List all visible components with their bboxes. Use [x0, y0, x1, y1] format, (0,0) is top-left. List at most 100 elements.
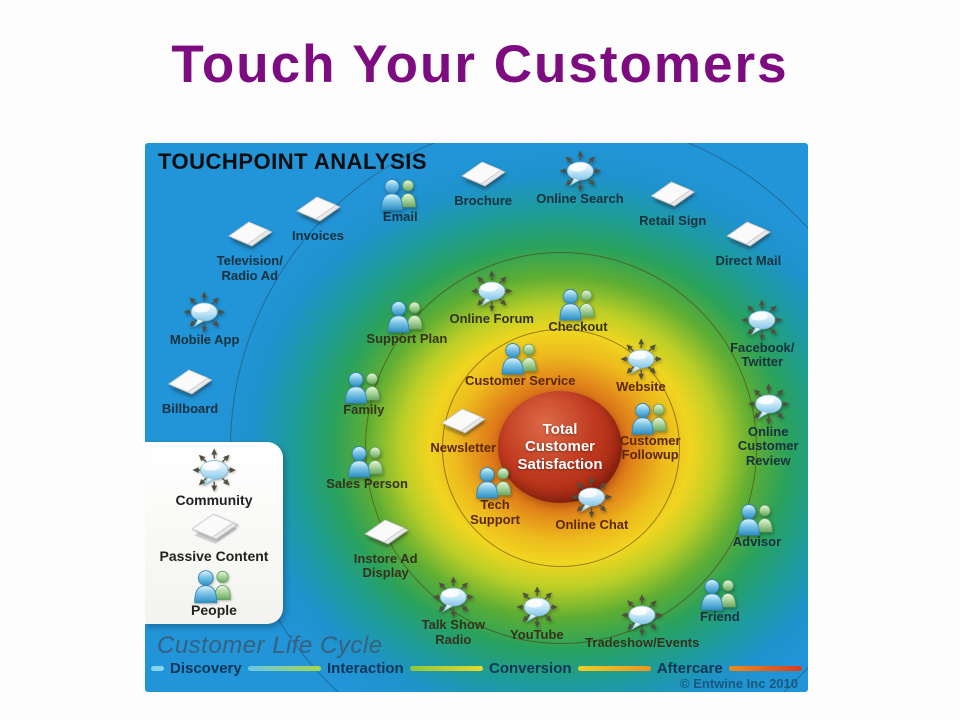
touchpoint-invoices: Invoices — [292, 193, 344, 244]
touchpoint-label: Support Plan — [366, 330, 448, 346]
outer-ring-outline — [230, 143, 808, 692]
people-icon — [476, 467, 511, 499]
touchpoint-label: Online Chat — [555, 517, 629, 533]
lifecycle-phase-conversion: Conversion — [489, 660, 572, 677]
touchpoint-label: Mobile App — [169, 332, 240, 348]
touchpoint-facebook-twitter: Facebook/ Twitter — [730, 299, 794, 370]
legend-item-community: Community — [176, 447, 253, 508]
passive-content-icon — [441, 408, 487, 437]
touchpoint-brochure: Brochure — [454, 158, 512, 209]
touchpoint-customer-followup: Customer Followup — [620, 400, 681, 463]
touchpoint-family: Family — [342, 369, 386, 418]
people-icon — [700, 579, 736, 611]
touchpoint-label: YouTube — [509, 627, 564, 643]
people-icon — [501, 343, 537, 375]
touchpoint-mobile-app: Mobile App — [169, 291, 240, 348]
touchpoint-email: Email — [378, 176, 422, 225]
touchpoint-label: Email — [382, 208, 418, 224]
touchpoint-youtube: YouTube — [510, 586, 564, 643]
touchpoint-support-plan: Support Plan — [366, 298, 447, 347]
touchpoint-label: Brochure — [454, 192, 513, 208]
touchpoint-label: Direct Mail — [715, 253, 782, 269]
touchpoint-label: Newsletter — [430, 439, 497, 455]
community-icon — [471, 270, 513, 312]
touchpoint-label: Customer Service — [464, 373, 576, 389]
lifecycle-phase-interaction: Interaction — [327, 660, 404, 677]
community-icon — [559, 150, 601, 192]
core-label: Total Customer Satisfaction — [517, 421, 603, 473]
touchpoint-online-search: Online Search — [536, 150, 624, 207]
passive-content-icon — [726, 221, 772, 251]
touchpoint-tradeshow-events: Tradeshow/Events — [585, 594, 699, 651]
touchpoint-online-customer-review: Online Customer Review — [738, 383, 799, 469]
lifecycle-segment — [577, 666, 651, 671]
copyright-text: © Entwine Inc 2010 — [680, 676, 798, 691]
touchpoint-label: Sales Person — [326, 475, 408, 491]
community-icon — [621, 594, 663, 636]
touchpoint-label: Friend — [699, 609, 740, 625]
community-icon — [183, 291, 226, 333]
legend-label: Passive Content — [159, 548, 269, 565]
lifecycle-phase-discovery: Discovery — [170, 660, 242, 677]
people-icon — [344, 372, 380, 404]
touchpoint-television-radio-ad: Television/ Radio Ad — [217, 218, 283, 283]
total-customer-satisfaction-core: Total Customer Satisfaction — [498, 391, 622, 503]
touchpoint-customer-service: Customer Service — [465, 340, 576, 389]
diagram-heading: TOUCHPOINT ANALYSIS — [158, 149, 428, 174]
passive-content-icon — [363, 519, 409, 548]
touchpoint-label: Instore Ad Display — [353, 550, 418, 581]
lifecycle-segment — [409, 666, 483, 671]
legend-item-people: People — [191, 567, 237, 619]
slide-title: Touch Your Customers — [171, 35, 789, 94]
people-icon — [558, 288, 594, 321]
touchpoint-website: Website — [616, 338, 666, 395]
community-icon — [620, 338, 662, 380]
touchpoint-newsletter: Newsletter — [430, 405, 496, 456]
touchpoint-label: Checkout — [548, 318, 608, 334]
community-icon — [741, 299, 783, 341]
touchpoint-retail-sign: Retail Sign — [639, 178, 706, 229]
community-icon — [192, 447, 236, 492]
touchpoint-label: Online Forum — [449, 310, 534, 326]
touchpoint-checkout: Checkout — [548, 286, 608, 335]
middle-ring-outline — [365, 252, 757, 644]
passive-content-icon — [227, 221, 273, 251]
passive-content-icon — [461, 161, 506, 190]
legend-item-passive-content: Passive Content — [159, 510, 269, 565]
touchpoint-advisor: Advisor — [733, 501, 781, 550]
passive-content-icon — [650, 181, 696, 211]
people-icon — [348, 445, 383, 478]
people-icon — [631, 402, 667, 435]
lifecycle-title: Customer Life Cycle — [157, 632, 383, 659]
touchpoint-label: Television/ Radio Ad — [216, 253, 283, 283]
touchpoint-label: Family — [343, 402, 385, 418]
people-icon — [387, 300, 423, 333]
community-icon — [747, 383, 789, 425]
lifecycle-segment — [247, 666, 322, 671]
touchpoint-label: Tech Support — [470, 497, 520, 527]
touchpoint-label: Tradeshow/Events — [585, 634, 700, 650]
touchpoint-label: Facebook/ Twitter — [730, 339, 795, 370]
people-icon — [737, 503, 773, 536]
passive-content-icon — [168, 369, 213, 398]
legend-label: People — [191, 602, 237, 619]
inner-ring-outline — [442, 329, 680, 567]
lifecycle-phase-aftercare: Aftercare — [656, 660, 723, 677]
touchpoint-label: Website — [616, 378, 666, 394]
lifecycle-segment — [728, 666, 802, 671]
community-icon — [432, 576, 474, 618]
touchpoint-direct-mail: Direct Mail — [715, 218, 781, 269]
touchpoint-sales-person: Sales Person — [326, 443, 408, 492]
touchpoint-tech-support: Tech Support — [470, 464, 520, 527]
people-icon — [194, 569, 231, 603]
lifecycle-lead-segment — [151, 666, 164, 671]
community-icon — [571, 476, 613, 518]
touchpoint-label: Advisor — [732, 533, 782, 549]
touchpoint-instore-ad-display: Instore Ad Display — [354, 516, 418, 581]
icon-legend: Community Passive Content People — [145, 442, 283, 624]
touchpoint-label: Retail Sign — [639, 213, 707, 229]
people-icon — [381, 178, 417, 211]
touchpoint-label: Online Search — [536, 191, 624, 207]
touchpoint-friend: Friend — [698, 576, 742, 625]
